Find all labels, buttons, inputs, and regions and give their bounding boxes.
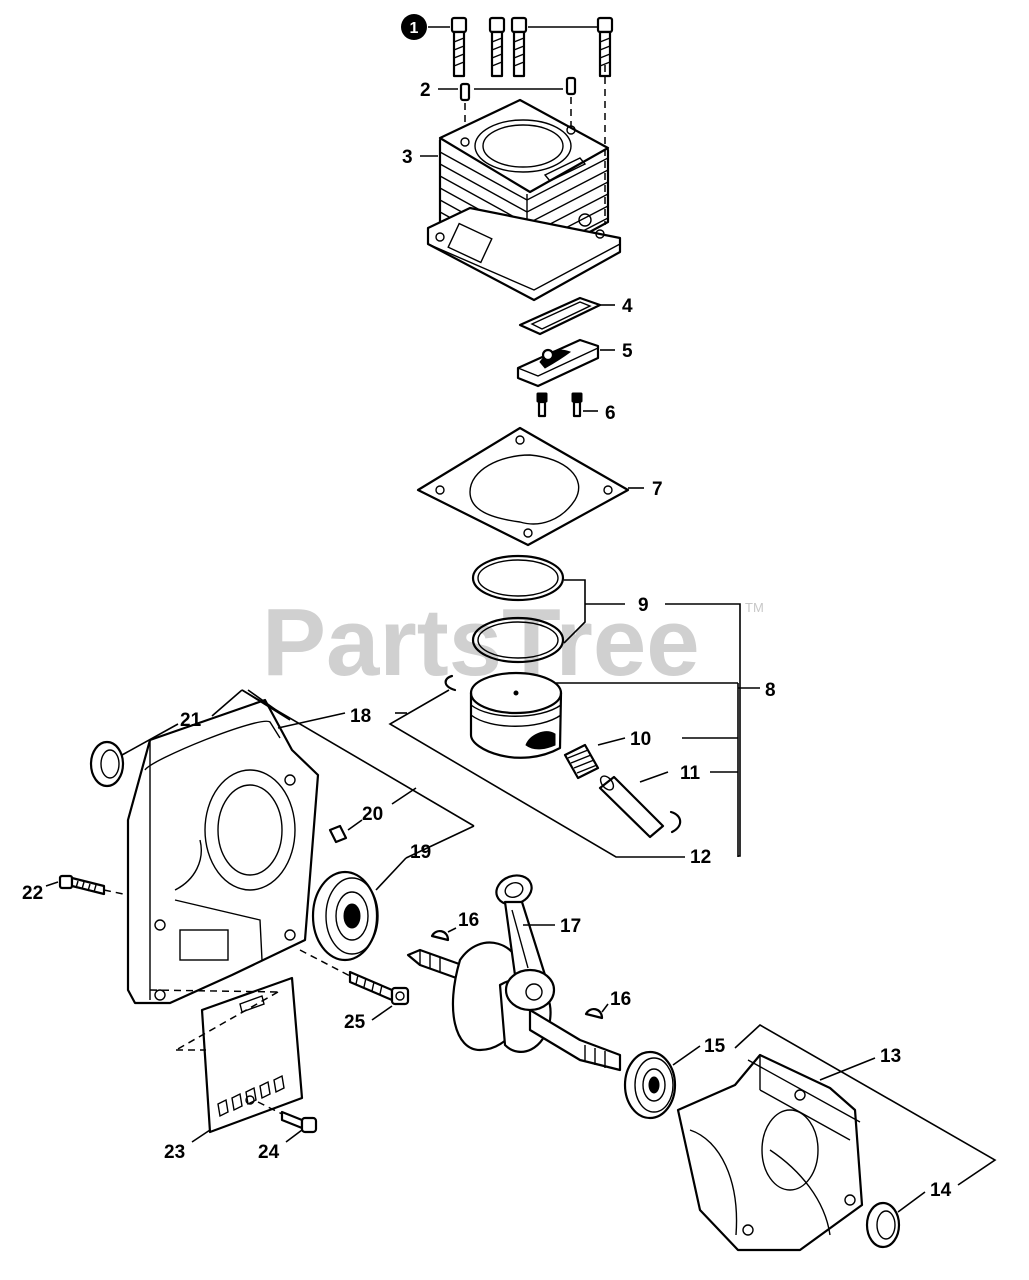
connecting-rod[interactable] — [492, 871, 556, 1012]
crankcase-half-right[interactable] — [676, 1053, 864, 1252]
callout-21: 21 — [180, 710, 202, 731]
intake-insulator[interactable] — [516, 338, 600, 388]
piston-rings[interactable] — [471, 554, 565, 664]
dowel-pins[interactable] — [459, 76, 577, 102]
cylinder[interactable] — [426, 98, 622, 302]
callout-25: 25 — [344, 1012, 366, 1033]
cylinder-base-gasket[interactable] — [416, 426, 630, 547]
callout-11: 11 — [680, 763, 701, 784]
callout-23: 23 — [164, 1142, 185, 1163]
callout-17: 17 — [560, 916, 581, 937]
callout-2: 2 — [420, 80, 431, 101]
callout-16-b: 16 — [610, 989, 631, 1010]
piston-pin[interactable] — [598, 774, 665, 839]
woodruff-key[interactable] — [430, 930, 450, 942]
svg-text:1: 1 — [410, 20, 419, 37]
callout-5: 5 — [622, 341, 633, 362]
callout-19: 19 — [410, 842, 431, 863]
crankcase-half-left[interactable] — [126, 698, 320, 1005]
callout-14: 14 — [930, 1180, 952, 1201]
callout-13: 13 — [880, 1046, 901, 1067]
callout-4: 4 — [622, 296, 633, 317]
watermark: PartsTree — [262, 589, 700, 696]
cover-plate[interactable] — [200, 976, 304, 1134]
callout-7: 7 — [652, 479, 663, 500]
callout-18: 18 — [350, 706, 371, 727]
woodruff-key-2[interactable] — [584, 1008, 604, 1020]
callout-9: 9 — [638, 595, 649, 616]
cylinder-bolts[interactable] — [450, 16, 614, 78]
callout-6: 6 — [605, 403, 616, 424]
callout-8: 8 — [765, 680, 776, 701]
insulator-screws[interactable] — [536, 392, 583, 418]
piston[interactable] — [469, 671, 563, 759]
circlip-2[interactable] — [669, 810, 682, 834]
oil-seal-left[interactable] — [89, 740, 125, 788]
callout-3: 3 — [402, 147, 413, 168]
crankcase-dowel[interactable] — [328, 824, 348, 844]
circlip[interactable] — [444, 674, 457, 692]
callout-12: 12 — [690, 847, 711, 868]
watermark-trademark: TM — [745, 600, 764, 615]
cover-screw[interactable] — [280, 1110, 318, 1134]
oil-seal-right[interactable] — [865, 1201, 901, 1249]
callout-24: 24 — [258, 1142, 280, 1163]
callout-22: 22 — [22, 883, 43, 904]
callout-10: 10 — [630, 729, 651, 750]
intake-gasket[interactable] — [518, 296, 602, 336]
main-bearing-right[interactable] — [623, 1050, 677, 1120]
main-bearing-left[interactable] — [311, 870, 379, 962]
callout-16: 16 — [458, 910, 479, 931]
crankcase-bolt[interactable] — [58, 874, 106, 896]
needle-bearing[interactable] — [563, 743, 600, 780]
crankcase-bolt-2[interactable] — [348, 970, 410, 1006]
callout-20: 20 — [362, 804, 383, 825]
callout-15: 15 — [704, 1036, 726, 1057]
callout-1: 1 — [401, 14, 427, 40]
